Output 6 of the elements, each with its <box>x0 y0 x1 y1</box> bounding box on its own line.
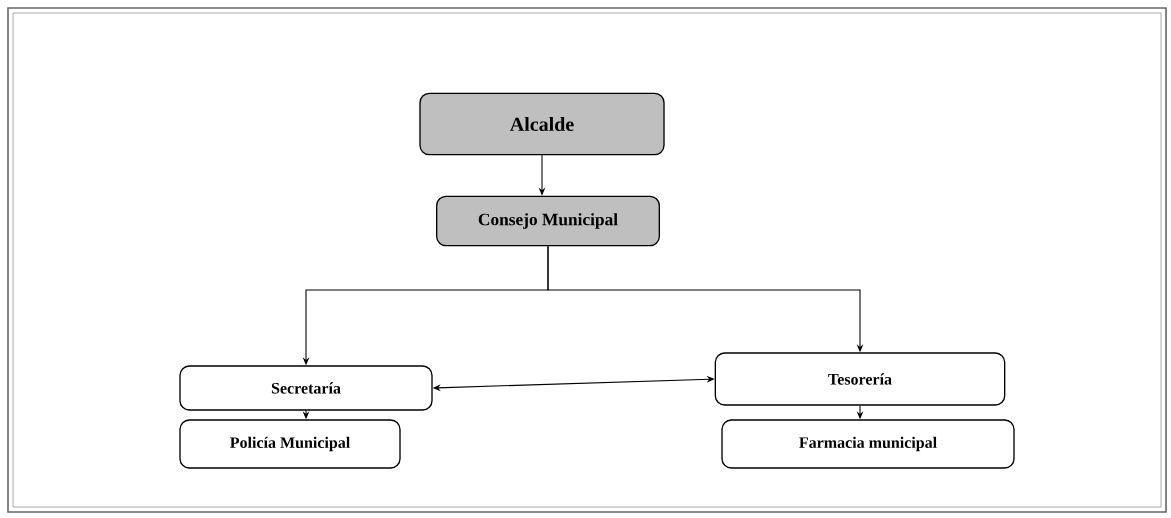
org-box: Policía Municipal <box>179 419 401 469</box>
org-box: Consejo Municipal <box>436 195 660 247</box>
org-box: Tesorería <box>714 352 1006 406</box>
org-box: Farmacia municipal <box>721 419 1015 469</box>
org-box: Alcalde <box>419 92 665 156</box>
org-box: Secretaría <box>179 365 433 411</box>
